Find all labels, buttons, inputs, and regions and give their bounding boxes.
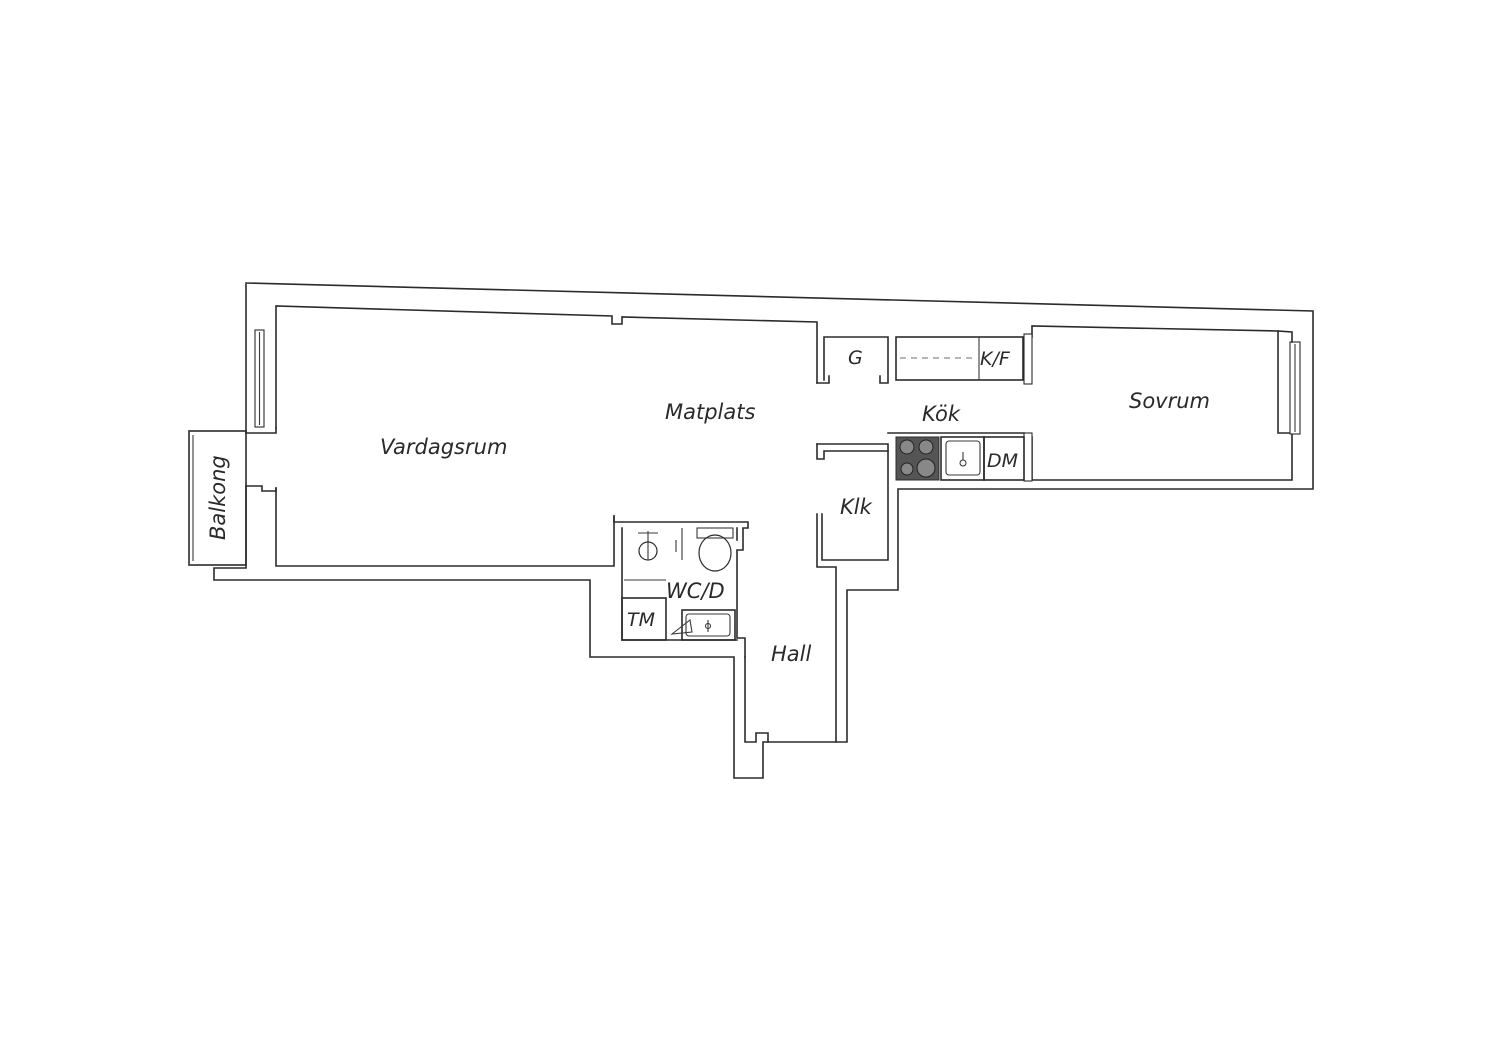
kitchen-sink-basin	[945, 440, 981, 476]
balcony-wall-stub-top	[245, 427, 277, 434]
toilet-tank	[696, 527, 734, 539]
kitchen-sink-drain	[959, 459, 967, 467]
wc-outer-wall	[613, 515, 749, 658]
cabinet-g-wall-stub	[816, 375, 830, 384]
hall-wall-right	[816, 513, 837, 743]
fixture-label-dm: DM	[987, 450, 1018, 472]
bedroom-door-jamb-bottom	[1023, 432, 1033, 482]
room-label-wc: WC/D	[666, 579, 725, 603]
fixture-label-kf: K/F	[980, 348, 1011, 370]
room-label-sovrum: Sovrum	[1129, 389, 1210, 413]
exterior-wall-outer	[213, 282, 1314, 779]
stove-burner-2	[918, 439, 934, 455]
window-right-wall	[1277, 330, 1293, 343]
room-label-hall: Hall	[771, 642, 811, 666]
wc-sink-basin	[685, 613, 731, 637]
room-label-kok: Kök	[922, 402, 961, 426]
room-label-balkong: Balkong	[206, 455, 230, 540]
cabinet-g-wall	[823, 336, 889, 384]
kitchen-wall-stub	[816, 443, 889, 460]
bedroom-wall-outline	[1031, 325, 1293, 481]
fridge-counter	[895, 336, 1024, 381]
room-label-vardagsrum: Vardagsrum	[380, 435, 507, 459]
fixture-label-g: G	[848, 347, 863, 369]
stove-burner-3	[900, 462, 914, 476]
fixture-label-tm: TM	[627, 609, 655, 631]
room-label-klk: Klk	[840, 495, 873, 519]
stove-burner-4	[916, 458, 936, 478]
washing-machine	[621, 597, 667, 641]
hall-wall-left	[744, 656, 769, 743]
exterior-wall-inner	[275, 305, 818, 429]
balcony	[188, 430, 247, 566]
toilet-bowl	[698, 534, 732, 572]
stove-burner-1	[899, 439, 915, 455]
balcony-wall-stub-bottom	[245, 485, 277, 492]
bedroom-door-jamb-top	[1023, 333, 1033, 385]
room-label-matplats: Matplats	[665, 400, 755, 424]
wc-sink-outer	[681, 609, 736, 641]
living-room-wall-lower	[275, 487, 615, 567]
kitchen-wall-divider	[816, 443, 889, 561]
dishwasher-cabinet	[983, 436, 1025, 481]
wc-bidet-spray	[670, 618, 693, 635]
